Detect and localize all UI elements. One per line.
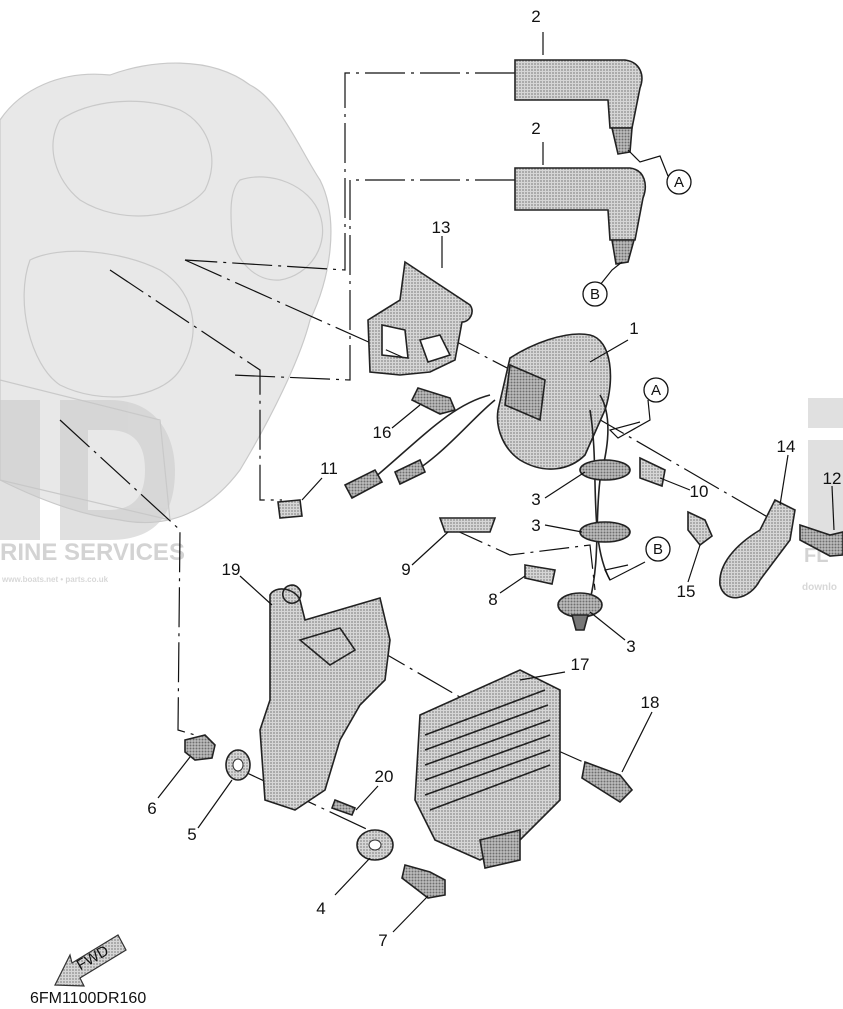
clip-5 (438, 517, 497, 533)
connector-b-lower-label: B (653, 541, 663, 558)
clip-6 (639, 456, 666, 488)
callout-1: 1 (629, 319, 638, 338)
callout-6: 10 (690, 482, 709, 501)
bolt-8 (799, 523, 843, 557)
callout-8: 12 (823, 469, 842, 488)
plate (719, 498, 796, 599)
connector-a-upper: A (666, 169, 692, 195)
connector-b-lower: B (645, 536, 671, 562)
watermark-right-subtext: downlo (802, 582, 837, 593)
grommet-3b (579, 521, 631, 543)
connector-a-lower-label: A (651, 382, 661, 399)
stud-16 (330, 798, 357, 817)
connector-a-upper-label: A (674, 174, 684, 191)
collar-17-hole (368, 839, 382, 851)
washer-18-hole (232, 758, 244, 772)
spark-plug-cap-lower (514, 167, 646, 265)
forward-arrow-icon: FWD (54, 934, 127, 987)
callout-9: 13 (432, 218, 451, 237)
callout-4: 8 (488, 590, 497, 609)
watermark-text: RINE SERVICES (0, 539, 185, 566)
grommet-3c (557, 592, 603, 618)
callout-17: 4 (316, 899, 325, 918)
watermark-right-block-lower (808, 440, 843, 540)
spark-plug-cap-upper (514, 59, 643, 155)
rectifier-bracket (259, 584, 391, 811)
callout-2-lower: 2 (531, 119, 540, 138)
collar-19 (184, 734, 216, 761)
clip-11 (687, 510, 713, 547)
diagram-code: 6FM1100DR160 (30, 990, 146, 1007)
callout-3-middle: 3 (531, 516, 540, 535)
ignition-coil (343, 333, 612, 601)
connector-b-upper: B (582, 281, 608, 307)
callout-12: 16 (373, 423, 392, 442)
watermark-logo-block (0, 400, 40, 540)
grommet-3a (579, 459, 631, 481)
callout-2-upper: 2 (531, 7, 540, 26)
callout-20: 7 (378, 931, 387, 950)
callout-19: 6 (147, 799, 156, 818)
watermark: RINE SERVICES www.boats.net • parts.co.u… (0, 398, 843, 593)
callout-14: 18 (641, 693, 660, 712)
callout-13: 17 (571, 655, 590, 674)
watermark-logo-shape (60, 400, 175, 540)
connector-b-upper-label: B (590, 286, 600, 303)
callout-18: 5 (187, 825, 196, 844)
coil-bracket (367, 260, 473, 376)
callout-11: 15 (677, 582, 696, 601)
callout-16: 20 (375, 767, 394, 786)
callout-3-upper: 3 (531, 490, 540, 509)
connector-a-lower: A (643, 377, 669, 403)
reference-lines (59, 72, 791, 841)
bolt-14 (581, 760, 634, 804)
clip-7 (277, 499, 303, 519)
callout-5: 9 (401, 560, 410, 579)
clip-4 (524, 564, 556, 585)
callout-15: 19 (222, 560, 241, 579)
watermark-subtext: www.boats.net • parts.co.uk (1, 575, 109, 584)
callout-7: 11 (320, 459, 338, 478)
bolt-12 (410, 387, 457, 415)
callout-10: 14 (777, 437, 796, 456)
callout-3-lower: 3 (626, 637, 635, 656)
rectifier-regulator (414, 669, 561, 869)
callout-leaders (157, 32, 835, 933)
bolt-20 (401, 864, 446, 899)
watermark-right-block (808, 398, 843, 428)
